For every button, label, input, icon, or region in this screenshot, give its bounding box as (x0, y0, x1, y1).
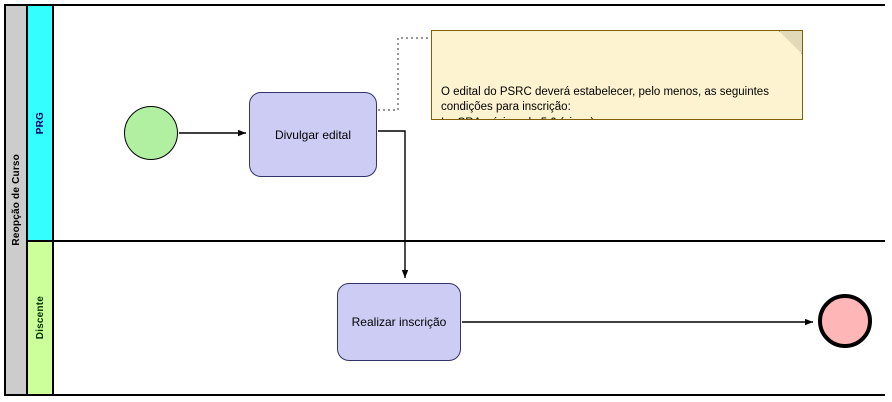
lane-discente-label: Discente (34, 296, 46, 340)
text-annotation: O edital do PSRC deverá estabelecer, pel… (431, 30, 803, 120)
task-realizar-inscricao[interactable]: Realizar inscrição (337, 283, 461, 361)
lane-discente-body (54, 242, 885, 394)
lane-prg-label: PRG (34, 111, 46, 135)
task-realizar-inscricao-label: Realizar inscrição (351, 315, 447, 329)
lane-discente-header: Discente (28, 242, 54, 394)
lane-prg-header: PRG (28, 6, 54, 240)
lane-discente: Discente (28, 240, 885, 394)
task-divulgar-edital-label: Divulgar edital (274, 127, 352, 142)
end-event[interactable] (818, 294, 872, 348)
annotation-text: O edital do PSRC deverá estabelecer, pel… (441, 85, 769, 120)
pool-title: Reopção de Curso (10, 154, 22, 246)
start-event[interactable] (124, 106, 178, 160)
task-divulgar-edital[interactable]: Divulgar edital (249, 92, 377, 177)
annotation-fold-cover (780, 31, 802, 53)
pool-header: Reopção de Curso (6, 6, 28, 394)
